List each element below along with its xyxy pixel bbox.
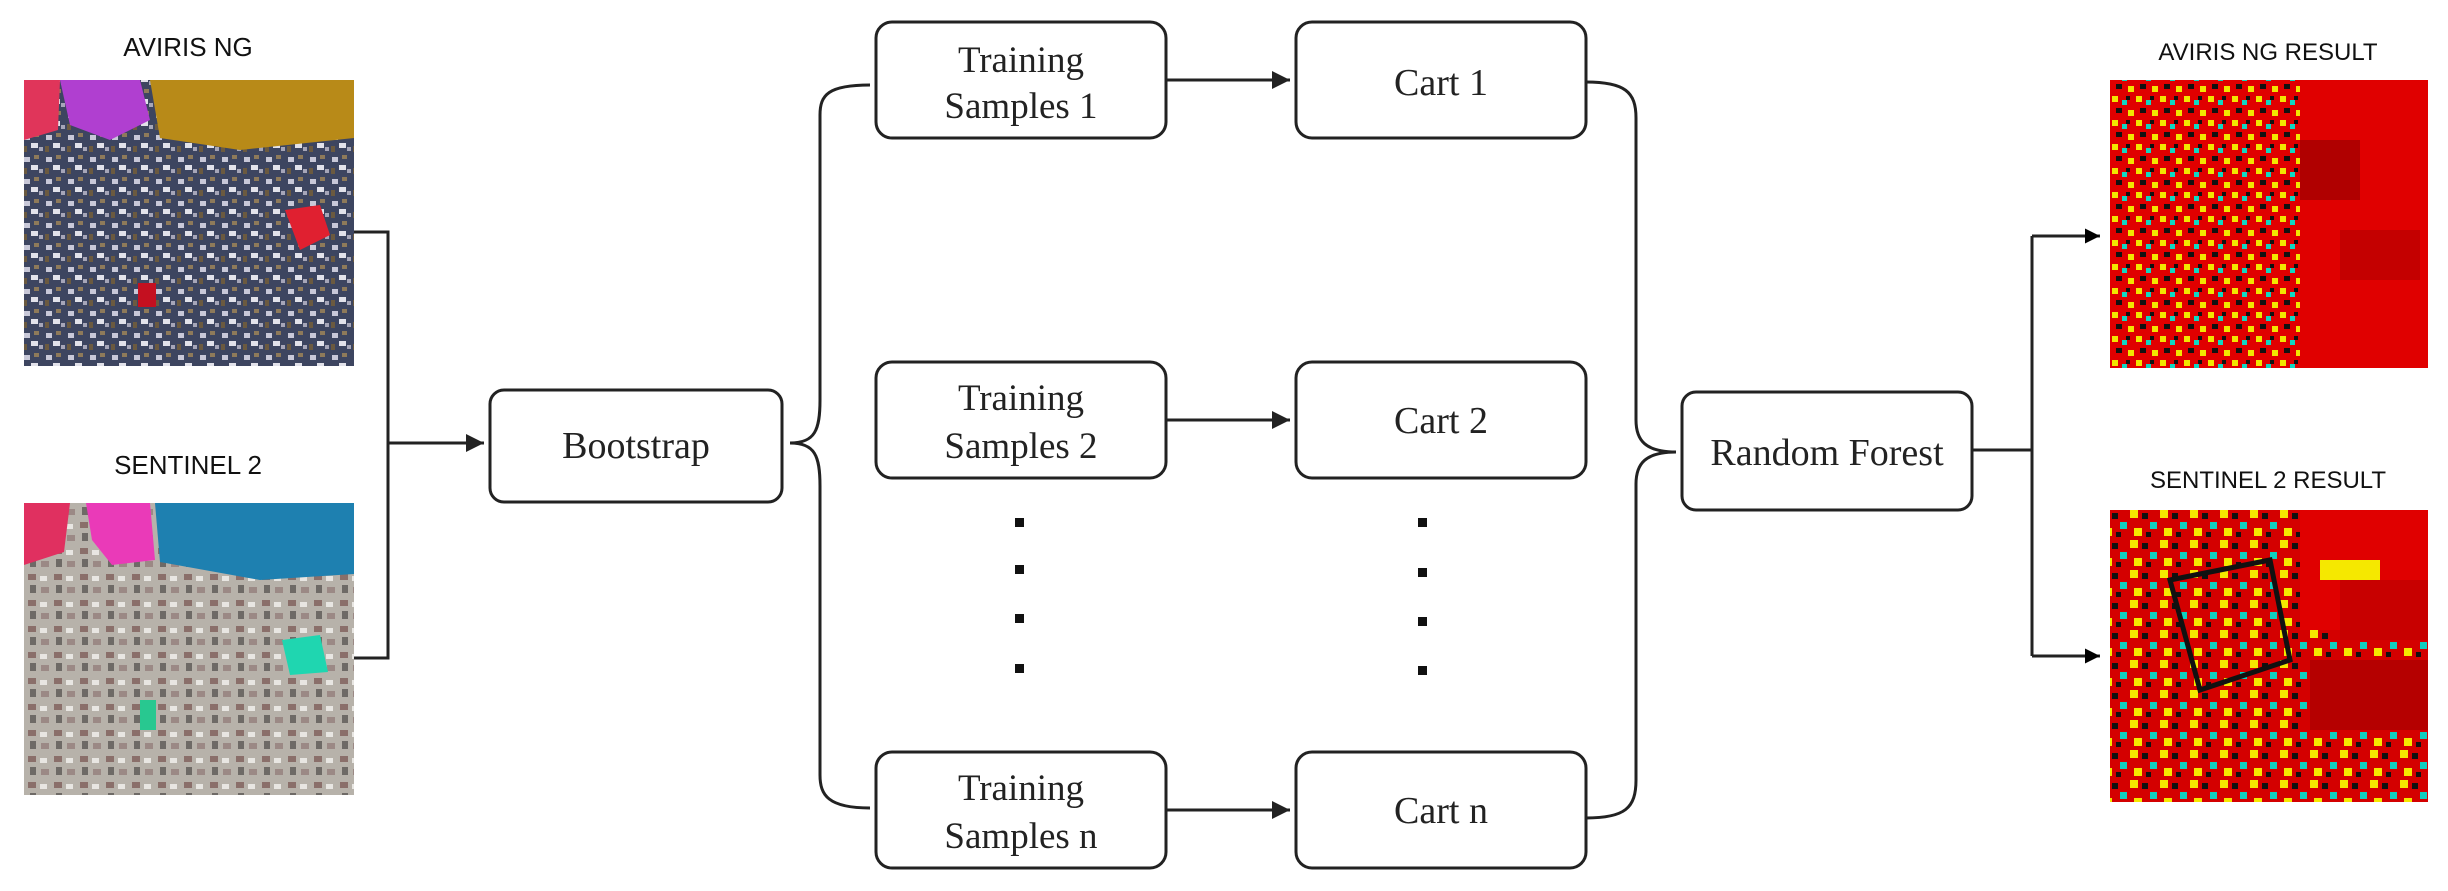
input-bracket-connector [354,230,390,660]
bootstrap-brace-top [789,83,871,445]
cart-1-node: Cart 1 [1294,20,1588,140]
cart-1-label: Cart 1 [1394,62,1488,104]
training-2-line1: Training [958,378,1084,419]
aviris-image-label: AVIRIS NG [123,32,253,62]
training-1-line2: Samples 1 [944,86,1097,127]
training-samples-1-node: Training Samples 1 [874,20,1168,140]
training-ellipsis [1015,518,1024,673]
cart-n-node: Cart n [1294,750,1588,870]
cart-n-label: Cart n [1394,790,1488,832]
random-forest-label: Random Forest [1710,432,1944,474]
training-1-line1: Training [958,40,1084,81]
training-2-line2: Samples 2 [944,426,1097,467]
aviris-input-image [24,80,354,366]
training-samples-n-node: Training Samples n [874,750,1168,870]
bootstrap-node: Bootstrap [488,388,784,504]
cart-brace-bottom [1585,450,1677,820]
cart-ellipsis [1418,518,1427,675]
sentinel-result-label: SENTINEL 2 RESULT [2150,467,2386,494]
training-n-line2: Samples n [944,816,1097,857]
aviris-result-image [2110,80,2428,368]
cart-brace-top [1585,80,1677,454]
cart-2-node: Cart 2 [1294,360,1588,480]
training-samples-2-node: Training Samples 2 [874,360,1168,480]
bootstrap-label: Bootstrap [562,425,710,467]
sentinel-image-label: SENTINEL 2 [114,450,262,480]
sentinel-result-image [2110,510,2428,802]
random-forest-node: Random Forest [1680,390,1974,512]
sentinel-input-image [24,503,354,795]
cart-2-label: Cart 2 [1394,400,1488,442]
bootstrap-brace-bottom [789,441,871,810]
aviris-result-label: AVIRIS NG RESULT [2158,39,2377,66]
training-n-line1: Training [958,768,1084,809]
